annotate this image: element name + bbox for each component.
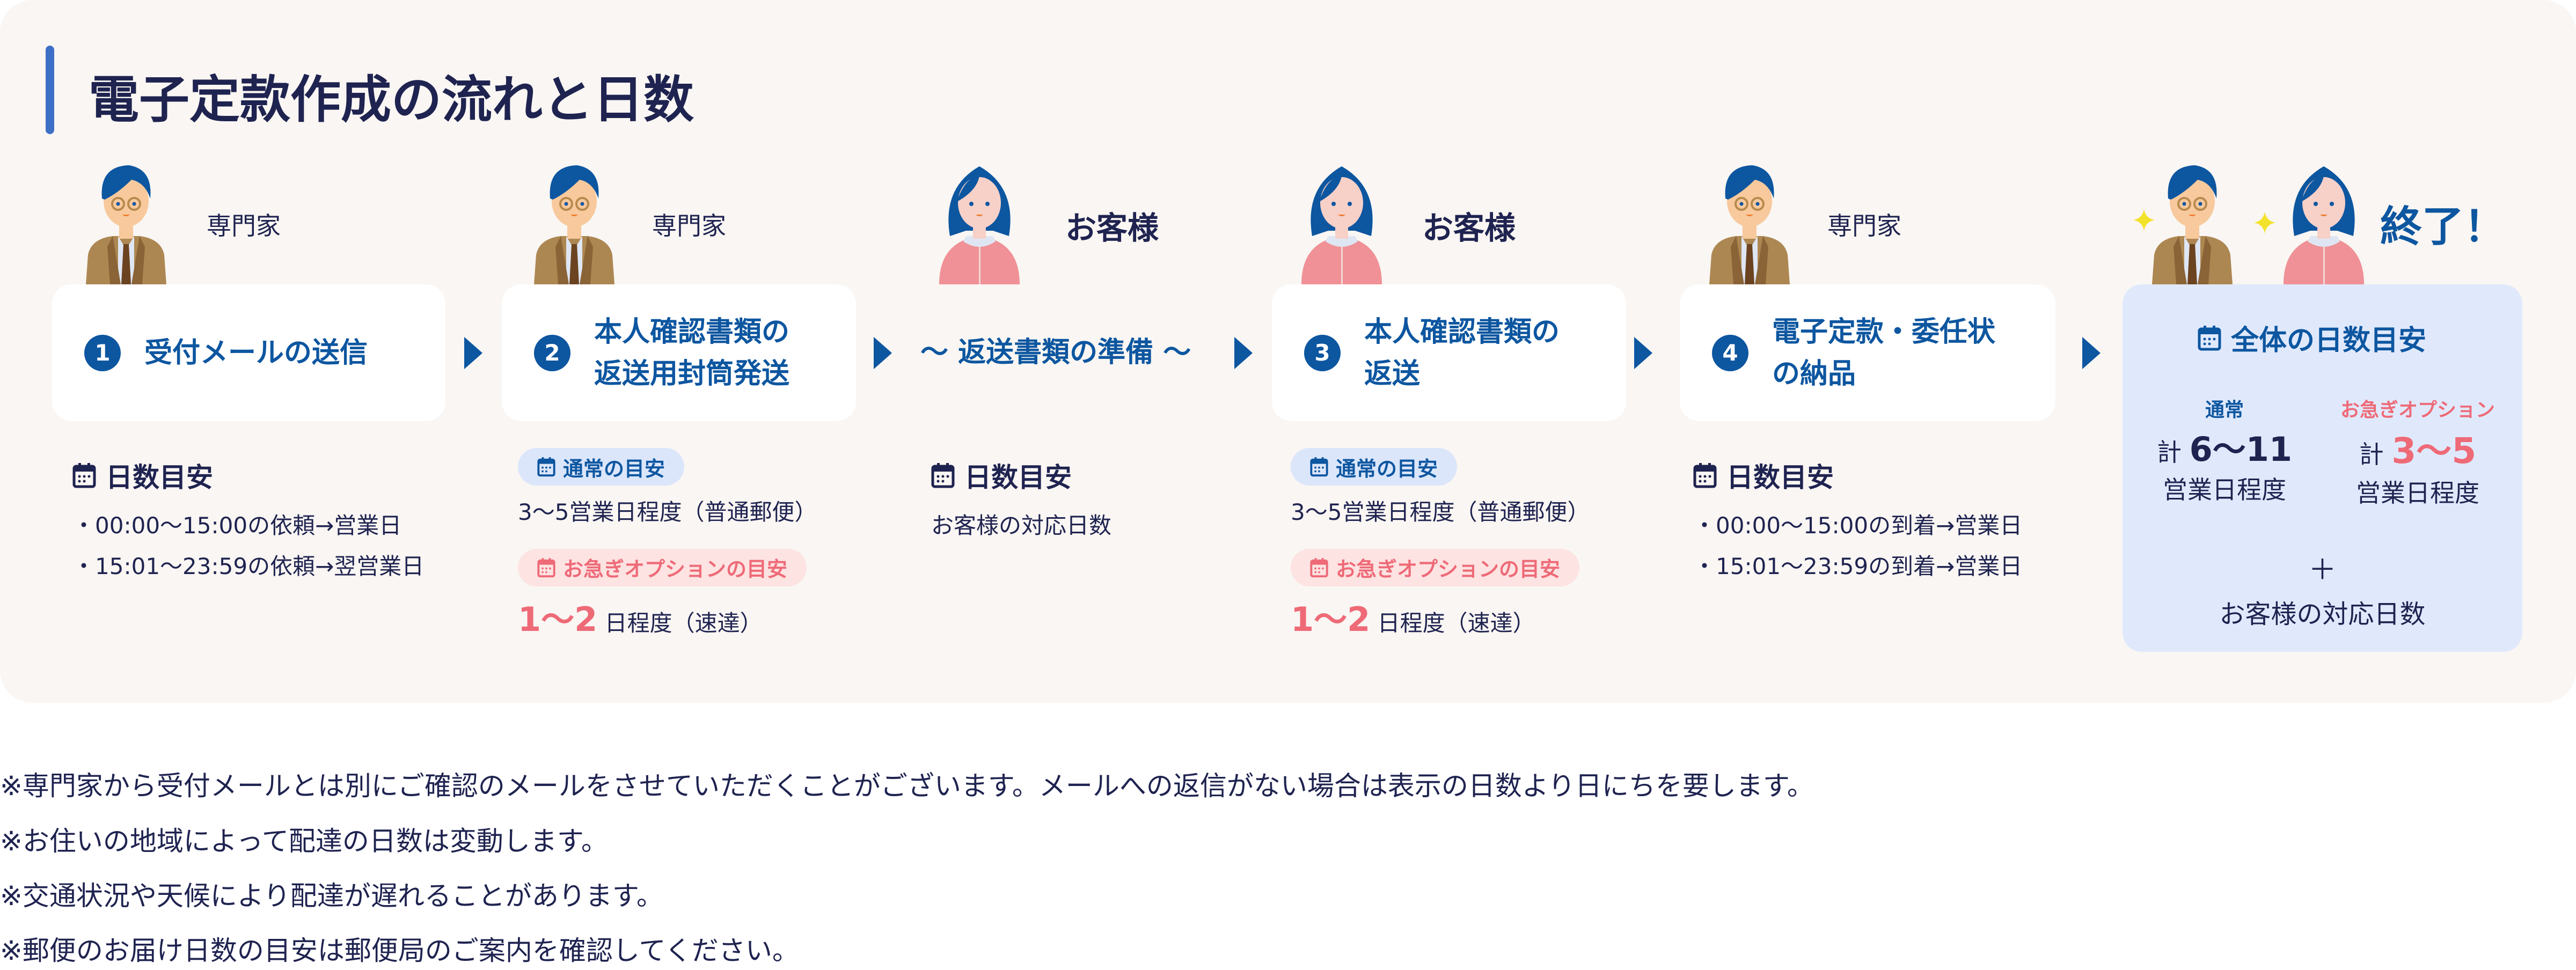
expert-avatar bbox=[80, 161, 172, 284]
done-label: 終了！ bbox=[2380, 203, 2506, 251]
unit-label: 営業日程度 bbox=[2163, 475, 2286, 504]
sparkle-icon bbox=[2254, 212, 2275, 233]
summary-urgent: お急ぎオプション 計 3〜5 営業日程度 bbox=[2326, 394, 2509, 509]
normal-estimate-text: 3〜5営業日程度（普通郵便） bbox=[518, 499, 817, 525]
normal-estimate-badge: 通常の目安 bbox=[518, 448, 685, 486]
step-card-4: 4 電子定款・委任状 の納品 bbox=[1680, 284, 2055, 421]
note-line: ※専門家から受付メールとは別にご確認のメールをさせていただくことがございます。メ… bbox=[0, 770, 1814, 802]
expert-avatar bbox=[529, 161, 620, 284]
days-heading: 日数目安 bbox=[964, 462, 1072, 493]
normal-estimate-text: 3〜5営業日程度（普通郵便） bbox=[1291, 499, 1590, 525]
calendar-icon bbox=[2198, 325, 2221, 351]
role-label-customer: お客様 bbox=[1422, 210, 1516, 246]
timing-line: ・00:00〜15:00の到着→営業日 bbox=[1693, 512, 2023, 539]
urgent-label: お急ぎオプション bbox=[2340, 399, 2495, 421]
badge-label: お急ぎオプションの目安 bbox=[1336, 557, 1561, 582]
normal-label: 通常 bbox=[2205, 399, 2244, 421]
step-label-prepare: 〜 返送書類の準備 〜 bbox=[920, 336, 1191, 369]
arrow-right-icon bbox=[1234, 337, 1253, 369]
urgent-days-text: 日程度（速達） bbox=[1377, 609, 1535, 636]
prepare-days-info: 日数目安 お客様の対応日数 bbox=[931, 456, 1111, 546]
urgent-days-value: 1〜2 bbox=[518, 599, 598, 639]
step-card-2: 2 本人確認書類の 返送用封筒発送 bbox=[502, 284, 856, 421]
customer-avatar bbox=[1296, 161, 1387, 284]
calendar-icon bbox=[537, 557, 555, 578]
badge-label: 通常の目安 bbox=[563, 457, 665, 481]
days-heading: 日数目安 bbox=[106, 462, 213, 493]
arrow-right-icon bbox=[1634, 337, 1652, 369]
note-line: ※お住いの地域によって配達の日数は変動します。 bbox=[0, 826, 608, 857]
step-card-3: 3 本人確認書類の 返送 bbox=[1272, 284, 1626, 421]
customer-days-text: お客様の対応日数 bbox=[931, 512, 1112, 539]
arrow-right-icon bbox=[464, 337, 482, 369]
calendar-icon bbox=[72, 462, 96, 488]
role-label-expert: 専門家 bbox=[652, 211, 726, 240]
step-label: 電子定款・委任状 の納品 bbox=[1772, 315, 1996, 390]
page-title: 電子定款作成の流れと日数 bbox=[89, 71, 694, 129]
step-label: 本人確認書類の 返送用封筒発送 bbox=[594, 315, 790, 390]
calendar-icon bbox=[931, 462, 955, 488]
timing-line: ・15:01〜23:59の依頼→翌営業日 bbox=[72, 553, 425, 579]
calendar-icon bbox=[1310, 557, 1328, 578]
urgent-estimate-badge: お急ぎオプションの目安 bbox=[518, 548, 807, 586]
summary-customer-days: お客様の対応日数 bbox=[2219, 599, 2426, 629]
badge-label: 通常の目安 bbox=[1336, 457, 1438, 481]
summary-heading: 全体の日数目安 bbox=[2231, 325, 2427, 357]
title-accent-bar bbox=[46, 46, 54, 134]
arrow-right-icon bbox=[2082, 337, 2101, 369]
urgent-days-value: 1〜2 bbox=[1291, 599, 1371, 639]
step4-days-info: 日数目安 ・00:00〜15:00の到着→営業日 ・15:01〜23:59の到着… bbox=[1693, 456, 2022, 586]
total-prefix: 計 bbox=[2156, 438, 2182, 467]
calendar-icon bbox=[1310, 457, 1328, 477]
step-label: 本人確認書類の 返送 bbox=[1364, 315, 1560, 390]
expert-avatar bbox=[1704, 161, 1795, 284]
step-number: 3 bbox=[1304, 334, 1341, 371]
step2-days-info: 通常の目安 3〜5営業日程度（普通郵便） お急ぎオプションの目安 1〜2 日程度… bbox=[518, 448, 817, 649]
note-line: ※郵便のお届け日数の目安は郵便局のご案内を確認してください。 bbox=[0, 935, 799, 966]
role-label-expert: 専門家 bbox=[1827, 211, 1901, 240]
urgent-days-text: 日程度（速達） bbox=[604, 609, 763, 636]
expert-avatar bbox=[2147, 161, 2238, 284]
role-label-expert: 専門家 bbox=[207, 211, 281, 240]
days-heading: 日数目安 bbox=[1726, 462, 1834, 493]
badge-label: お急ぎオプションの目安 bbox=[563, 557, 788, 582]
note-line: ※交通状況や天候により配達が遅れることがあります。 bbox=[0, 880, 663, 912]
step-card-1: 1 受付メールの送信 bbox=[52, 284, 445, 421]
calendar-icon bbox=[537, 457, 555, 477]
customer-avatar bbox=[2278, 161, 2369, 284]
customer-avatar bbox=[934, 161, 1025, 284]
timing-line: ・00:00〜15:00の依頼→営業日 bbox=[72, 512, 402, 539]
step1-days-info: 日数目安 ・00:00〜15:00の依頼→営業日 ・15:01〜23:59の依頼… bbox=[72, 456, 424, 586]
step-number: 4 bbox=[1712, 334, 1748, 371]
timing-line: ・15:01〜23:59の到着→営業日 bbox=[1693, 553, 2023, 579]
urgent-estimate-badge: お急ぎオプションの目安 bbox=[1291, 548, 1580, 586]
step3-days-info: 通常の目安 3〜5営業日程度（普通郵便） お急ぎオプションの目安 1〜2 日程度… bbox=[1291, 448, 1590, 649]
step-number: 2 bbox=[534, 334, 570, 371]
urgent-total-value: 3〜5 bbox=[2391, 430, 2477, 472]
summary-card: 全体の日数目安 通常 計 6〜11 営業日程度 お急ぎオプション 計 3〜5 営… bbox=[2123, 284, 2522, 652]
role-label-customer: お客様 bbox=[1065, 210, 1159, 246]
step-label: 受付メールの送信 bbox=[144, 336, 368, 369]
step-number: 1 bbox=[84, 334, 121, 371]
normal-total-value: 6〜11 bbox=[2189, 430, 2293, 469]
arrow-right-icon bbox=[874, 337, 892, 369]
normal-estimate-badge: 通常の目安 bbox=[1291, 448, 1458, 486]
plus-sign: ＋ bbox=[2308, 554, 2337, 586]
total-prefix: 計 bbox=[2359, 440, 2384, 469]
summary-normal: 通常 計 6〜11 営業日程度 bbox=[2144, 394, 2305, 506]
unit-label: 営業日程度 bbox=[2356, 479, 2479, 508]
calendar-icon bbox=[1693, 462, 1717, 488]
